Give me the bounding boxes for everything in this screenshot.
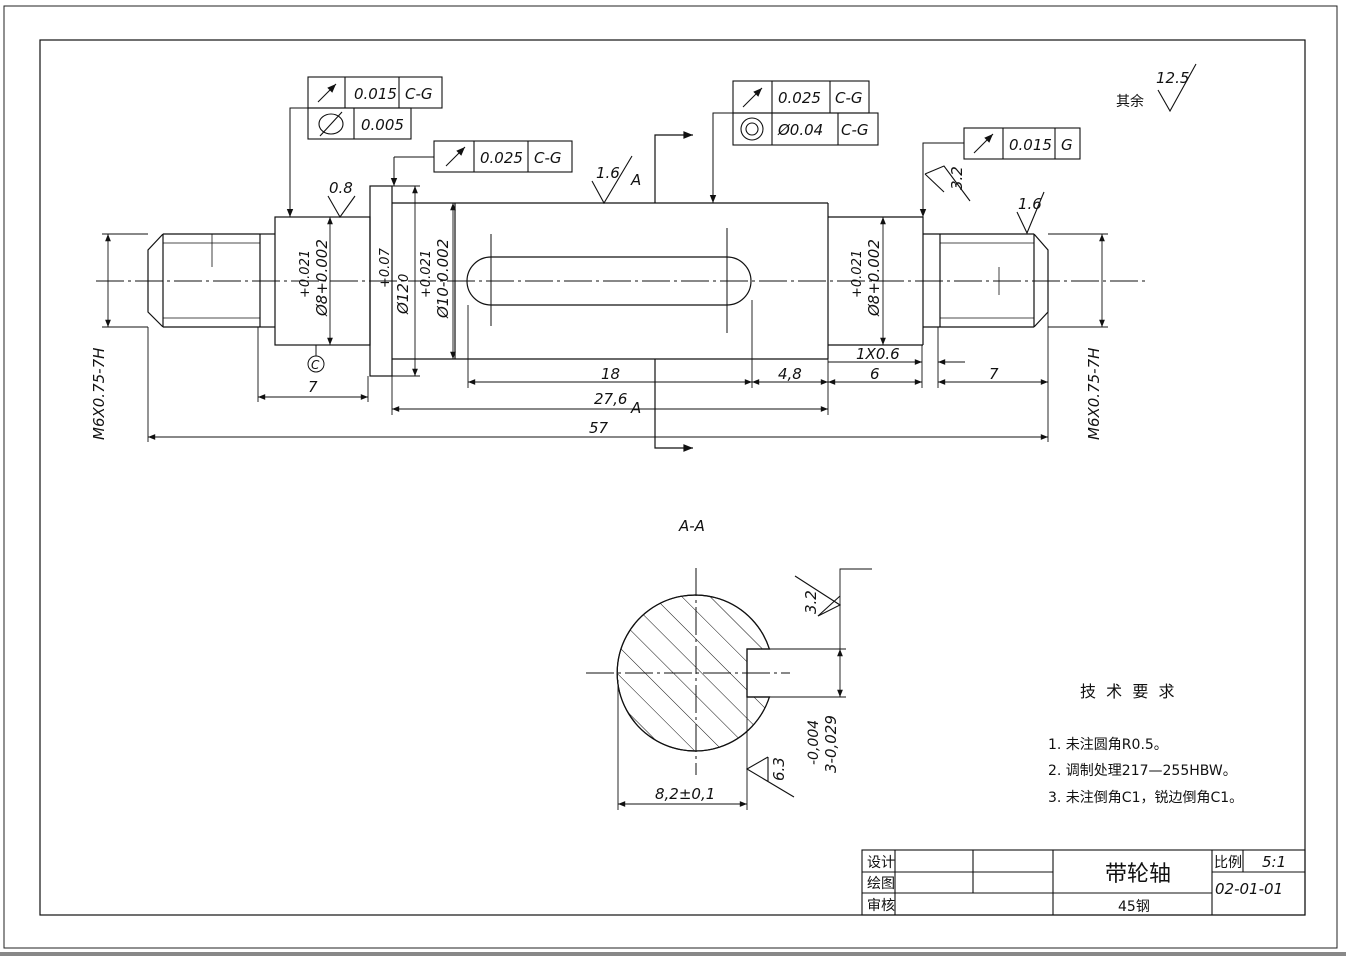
requirement-item: 1. 未注圆角R0.5。 [1048,737,1168,753]
section-title: A-A [678,517,705,535]
len-right-neck: 6 [870,365,880,383]
tolerance-frame-middle-left [433,140,573,173]
len-middle: 27,6 [594,390,627,408]
section-depth-tol: -0,004 [806,720,822,765]
cylindricity-icon [318,111,344,137]
inner-frame [39,39,1306,916]
coaxiality-icon [740,117,764,141]
material: 45钢 [1118,899,1150,915]
thread-right-label: M6X0.75-7H [1085,348,1103,440]
right-datum: G [1061,136,1073,154]
roughness-section-bottom: 6.3 [770,757,788,781]
datum-c-label: C [311,358,320,372]
tolerance-leaders [286,107,964,356]
right-runout-value: 0.015 [1009,136,1052,154]
section-width-dim: 8,2±0,1 [655,785,715,803]
midleft-runout-value: 0.025 [480,149,523,167]
left-cyl-value: 0.005 [361,116,404,134]
section-mark-top: A [630,171,641,189]
shoulder [369,185,393,377]
drawing-number: 02-01-01 [1215,880,1283,898]
runout-icon [317,83,337,103]
tolerance-frame-middle-right [732,80,879,146]
thread-left-label: M6X0.75-7H [90,348,108,440]
len-key-offset: 4,8 [778,365,802,383]
right-neck [828,216,940,346]
roughness-middle: 1.6 [596,164,620,182]
requirements-heading: 技 术 要 求 [1080,682,1175,701]
left-runout-value: 0.015 [354,85,397,103]
dia-right-neck-upper: +0.021 [850,250,865,298]
section-view [586,568,872,810]
left-runout-datum: C-G [405,85,433,103]
len-keyway: 18 [601,365,620,383]
midright-runout-value: 0.025 [778,89,821,107]
dia-shoulder-lower: 0 [397,274,412,282]
outer-border [3,5,1338,949]
roughness-right-neck: 3.2 [948,166,966,190]
default-roughness-value: 12.5 [1156,69,1189,87]
midright-coax-value: Ø0.04 [777,121,823,139]
len-chamfer: 1X0.6 [856,345,900,363]
dimension-lines [105,186,1105,440]
left-thread [147,233,261,328]
roughness-left-neck: 0.8 [329,179,353,197]
runout-icon [445,146,466,167]
midleft-datum: C-G [534,149,562,167]
dia-left-neck-upper: +0.021 [298,250,313,298]
runout-icon [973,133,994,154]
section-depth-main: 3-0,029 [822,715,840,773]
title-row-review: 审核 [867,898,895,914]
right-thread [939,233,1049,328]
dia-right-neck: Ø8+0.002 [865,239,883,317]
roughness-section-top: 3.2 [802,590,820,614]
title-row-design: 设计 [867,855,895,871]
extension-lines [102,185,1108,442]
roughness-right-thread: 1.6 [1018,195,1042,213]
keyway-slot [466,228,752,333]
scale-value: 5:1 [1262,853,1286,871]
dia-main: Ø10-0.002 [434,239,452,319]
requirement-item: 3. 未注倒角C1，锐边倒角C1。 [1048,790,1243,806]
part-name: 带轮轴 [1105,862,1171,887]
scale-label: 比例 [1214,855,1242,871]
dia-shoulder-upper: +0.07 [378,247,393,288]
midright-coax-datum: C-G [841,121,869,139]
section-mark-bottom: A [630,399,641,417]
len-left-thread: 7 [308,378,318,396]
section-cut-marks [654,131,694,452]
len-total: 57 [589,419,609,437]
datum-c-circle [307,355,325,373]
title-row-draw: 绘图 [867,876,895,892]
dia-left-neck: Ø8+0.002 [313,239,331,317]
midright-runout-datum: C-G [835,89,863,107]
tolerance-frame-right [963,127,1081,160]
title-block [861,849,1306,916]
requirement-item: 2. 调制处理217—255HBW。 [1048,763,1237,779]
tolerance-frame-left [307,76,443,140]
roughness-symbols [327,63,1197,235]
dia-shoulder: Ø12 [394,283,412,315]
runout-icon [742,87,763,108]
default-roughness-label: 其余 [1116,93,1144,110]
len-right-thread: 7 [989,365,999,383]
dia-main-upper: +0.021 [419,250,434,298]
